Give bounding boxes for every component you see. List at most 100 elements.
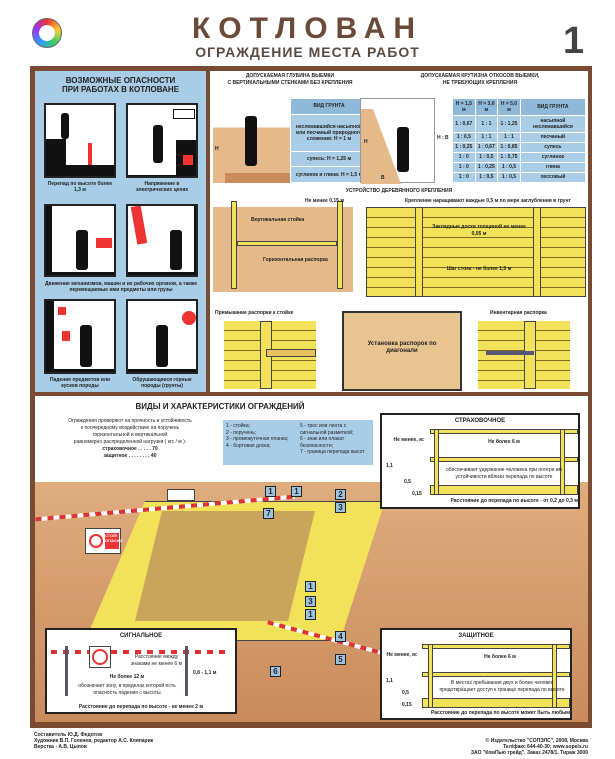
slope-title: ДОПУСКАЕМАЯ КРУТИЗНА ОТКОСОВ ВЫЕМКИ,НЕ Т… (420, 73, 540, 86)
hazard-height-picture (44, 103, 116, 178)
legend-tag: 1 (291, 486, 302, 497)
post (65, 646, 68, 696)
protective-h2: 0,5 (402, 690, 409, 696)
slope-b-label: B (381, 175, 385, 181)
fence-legend: 1 - стойка;2 - поручень;3 - промежуточна… (223, 420, 373, 465)
hazard-falling-objects-picture (44, 299, 116, 374)
table-cell: суглинок (519, 151, 587, 163)
fences-panel: ВИДЫ И ХАРАКТЕРИСТИКИ ОГРАЖДЕНИЙ Огражде… (35, 396, 588, 722)
slope-h-label: H (364, 139, 368, 145)
warning-sign: СТОЙ! ОПАСНО (85, 528, 123, 554)
hazard-caption: Движение механизмов, машин и их рабочих … (44, 281, 198, 293)
legend-tag: 3 (305, 596, 316, 607)
safety-h3: 0,15 (412, 491, 422, 497)
depth-h-label: H (215, 146, 219, 152)
legend-tag: 7 (263, 508, 274, 519)
depth-row: неслежавшийся насыпной или песчаный прир… (290, 113, 368, 152)
timber-title: УСТРОЙСТВО ДЕРЕВЯННОГО КРЕПЛЕНИЯ (345, 188, 453, 194)
signal-fence-title: СИГНАЛЬНОЕ (119, 633, 163, 639)
safety-fence-title: СТРАХОВОЧНОЕ (454, 418, 506, 424)
min-height-label: Не менее 0,15 м (305, 198, 345, 204)
legend-tag: 1 (305, 609, 316, 620)
protective-span: Не более 6 м (484, 654, 516, 660)
slope-table-header: H = 5,0 м (497, 98, 521, 116)
extension-note: Крепление наращивают каждые 0,5 м по мер… (405, 198, 571, 204)
depth-picture: H (213, 98, 290, 183)
depth-table: ВИД ГРУНТА неслежавшийся насыпной или пе… (290, 98, 368, 183)
post (185, 646, 188, 696)
protective-distance: Расстояние до перепада по высоте может б… (430, 710, 570, 716)
signal-signs-distance: Расстояние между знаками не менее 6 м (130, 654, 182, 667)
table-cell: 1 : 0,85 (497, 141, 521, 153)
hazard-caption: Напряжение в электрических цепях (135, 181, 189, 193)
table-cell: 1 : 1 (474, 114, 499, 133)
protective-h3: 0,15 (402, 702, 412, 708)
table-cell: 1 : 0,5 (497, 171, 521, 184)
protective-min-label: Не менее, м: (386, 652, 418, 658)
legend-tag: 4 (335, 631, 346, 642)
table-cell: 1 : 0 (452, 171, 476, 184)
protective-note: В местах пребывания двух и более человек… (439, 680, 565, 693)
hazard-caption: Перепад по высоте более 1,3 м (47, 181, 113, 193)
safety-span: Не более 6 м (488, 439, 520, 445)
blank-sign (167, 489, 195, 501)
table-cell: 1 : 0,75 (497, 151, 521, 163)
depth-row: супесь: H = 1,25 м (290, 150, 368, 168)
legend-tag: 6 (270, 666, 281, 677)
hazard-excavator-picture (126, 204, 198, 277)
joint-label: Примыкание распорки к стойке (215, 310, 294, 316)
slope-table-header: H = 3,0 м (474, 98, 499, 116)
table-cell: глина (519, 161, 587, 173)
pit-bottom (135, 511, 315, 621)
signal-fence-box: СИГНАЛЬНОЕ Расстояние между знаками не м… (45, 628, 237, 714)
table-cell: 1 : 0,25 (474, 161, 499, 173)
hazard-machinery-picture (44, 204, 116, 277)
table-cell: 1 : 1 (474, 131, 499, 143)
protective-fence-box: ЗАЩИТНОЕ Не менее, м: 1,1 0,5 0,15 Не бо… (380, 628, 572, 720)
table-cell: лессовый (519, 171, 587, 184)
table-cell: 1 : 0,5 (452, 131, 476, 143)
hazard-electric-picture (126, 103, 198, 178)
legend-tag: 5 (335, 654, 346, 665)
signal-distance: Расстояние до перепада по высоте - не ме… (78, 704, 204, 710)
hazard-collapse-picture (126, 299, 198, 374)
legend-tag: 3 (335, 502, 346, 513)
signal-tape (51, 650, 231, 654)
safety-h1: 1,1 (386, 463, 393, 469)
hazard-caption: Обрушающиеся горные породы (грунты) (132, 377, 192, 389)
diagonal-label: Установка распорок по диагонали (367, 341, 437, 354)
hazard-caption: Падение предметов или кусков породы (49, 377, 111, 389)
protective-fence-title: ЗАЩИТНОЕ (458, 633, 494, 639)
poster-number: 1 (563, 20, 585, 62)
joint-picture (224, 321, 316, 389)
safety-min-label: Не менее, м: (393, 437, 425, 443)
fences-title: ВИДЫ И ХАРАКТЕРИСТИКИ ОГРАЖДЕНИЙ (135, 402, 305, 411)
timber-wall-picture: Закладные доски толщиной не менее 0,05 м… (366, 207, 586, 297)
publisher-logo (32, 18, 62, 48)
table-cell: 1 : 0,5 (474, 171, 499, 184)
table-cell: песчаный (519, 131, 587, 143)
table-cell: 1 : 0 (452, 161, 476, 173)
inventory-strut-picture (478, 321, 570, 389)
slope-picture: H B (360, 98, 435, 184)
slope-ratio-label: H : B (437, 135, 449, 141)
post-step-label: Шаг стоек - не более 1,5 м (446, 266, 512, 272)
depth-row: суглинок и глина: H = 1,5 м (290, 166, 368, 183)
table-cell: супесь (519, 141, 587, 153)
depth-table-header: ВИД ГРУНТА (290, 98, 368, 115)
table-cell: 1 : 0 (452, 151, 476, 163)
timber-section-picture: Вертикальная стойка Горизонтальная распо… (213, 201, 353, 292)
table-cell: 1 : 0,67 (474, 141, 499, 153)
inventory-strut-label: Инвентарная распорка (490, 310, 547, 316)
safety-h2: 0,5 (404, 479, 411, 485)
